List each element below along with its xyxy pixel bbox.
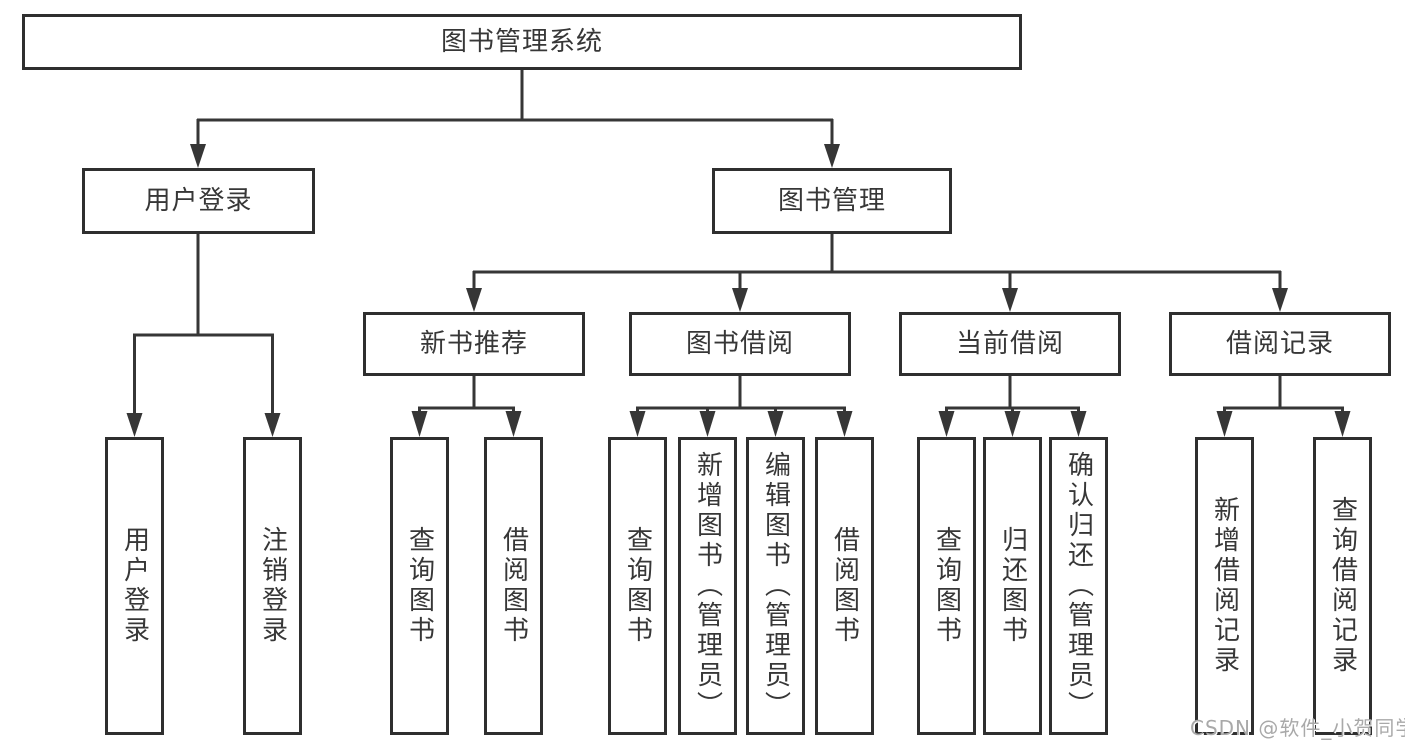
node-label: 当前借阅	[955, 329, 1064, 359]
node-label: 图书管理	[777, 186, 886, 216]
node-borrow-records: 借阅记录	[1169, 312, 1391, 376]
leaf-label: 查询借阅记录	[1327, 496, 1358, 676]
leaf-borrow-add-books-admin: 新增图书（管理员）	[678, 437, 737, 735]
leaf-label: 查询图书	[931, 526, 962, 646]
node-label: 图书借阅	[685, 329, 794, 359]
leaf-current-return-books: 归还图书	[983, 437, 1042, 735]
node-book-management: 图书管理	[712, 168, 952, 234]
leaf-label: 注销登录	[257, 526, 288, 646]
node-label: 新书推荐	[419, 329, 528, 359]
node-root-system: 图书管理系统	[22, 14, 1022, 70]
leaf-label: 编辑图书（管理员）	[760, 451, 791, 721]
node-new-book-recommend: 新书推荐	[363, 312, 585, 376]
leaf-user-login: 用户登录	[105, 437, 164, 735]
leaf-current-confirm-return-admin: 确认归还（管理员）	[1049, 437, 1108, 735]
node-book-borrow: 图书借阅	[629, 312, 851, 376]
leaf-records-add-record: 新增借阅记录	[1195, 437, 1254, 735]
leaf-logout: 注销登录	[243, 437, 302, 735]
node-label: 用户登录	[144, 186, 253, 216]
leaf-label: 确认归还（管理员）	[1063, 451, 1094, 721]
node-label: 借阅记录	[1225, 329, 1334, 359]
leaf-records-query-record: 查询借阅记录	[1313, 437, 1372, 735]
node-current-borrow: 当前借阅	[899, 312, 1121, 376]
leaf-recommend-query-books: 查询图书	[390, 437, 449, 735]
leaf-label: 新增图书（管理员）	[692, 451, 723, 721]
node-user-login: 用户登录	[82, 168, 315, 234]
leaf-borrow-borrow-books: 借阅图书	[815, 437, 874, 735]
csdn-watermark: CSDN @软件_小贺同学	[1190, 716, 1405, 740]
leaf-label: 查询图书	[622, 526, 653, 646]
leaf-current-query-books: 查询图书	[917, 437, 976, 735]
leaf-label: 归还图书	[997, 526, 1028, 646]
leaf-label: 新增借阅记录	[1209, 496, 1240, 676]
leaf-label: 借阅图书	[829, 526, 860, 646]
leaf-recommend-borrow-books: 借阅图书	[484, 437, 543, 735]
leaf-label: 用户登录	[119, 526, 150, 646]
node-root-label: 图书管理系统	[440, 27, 603, 57]
leaf-label: 借阅图书	[498, 526, 529, 646]
leaf-label: 查询图书	[404, 526, 435, 646]
leaf-borrow-edit-books-admin: 编辑图书（管理员）	[746, 437, 805, 735]
leaf-borrow-query-books: 查询图书	[608, 437, 667, 735]
